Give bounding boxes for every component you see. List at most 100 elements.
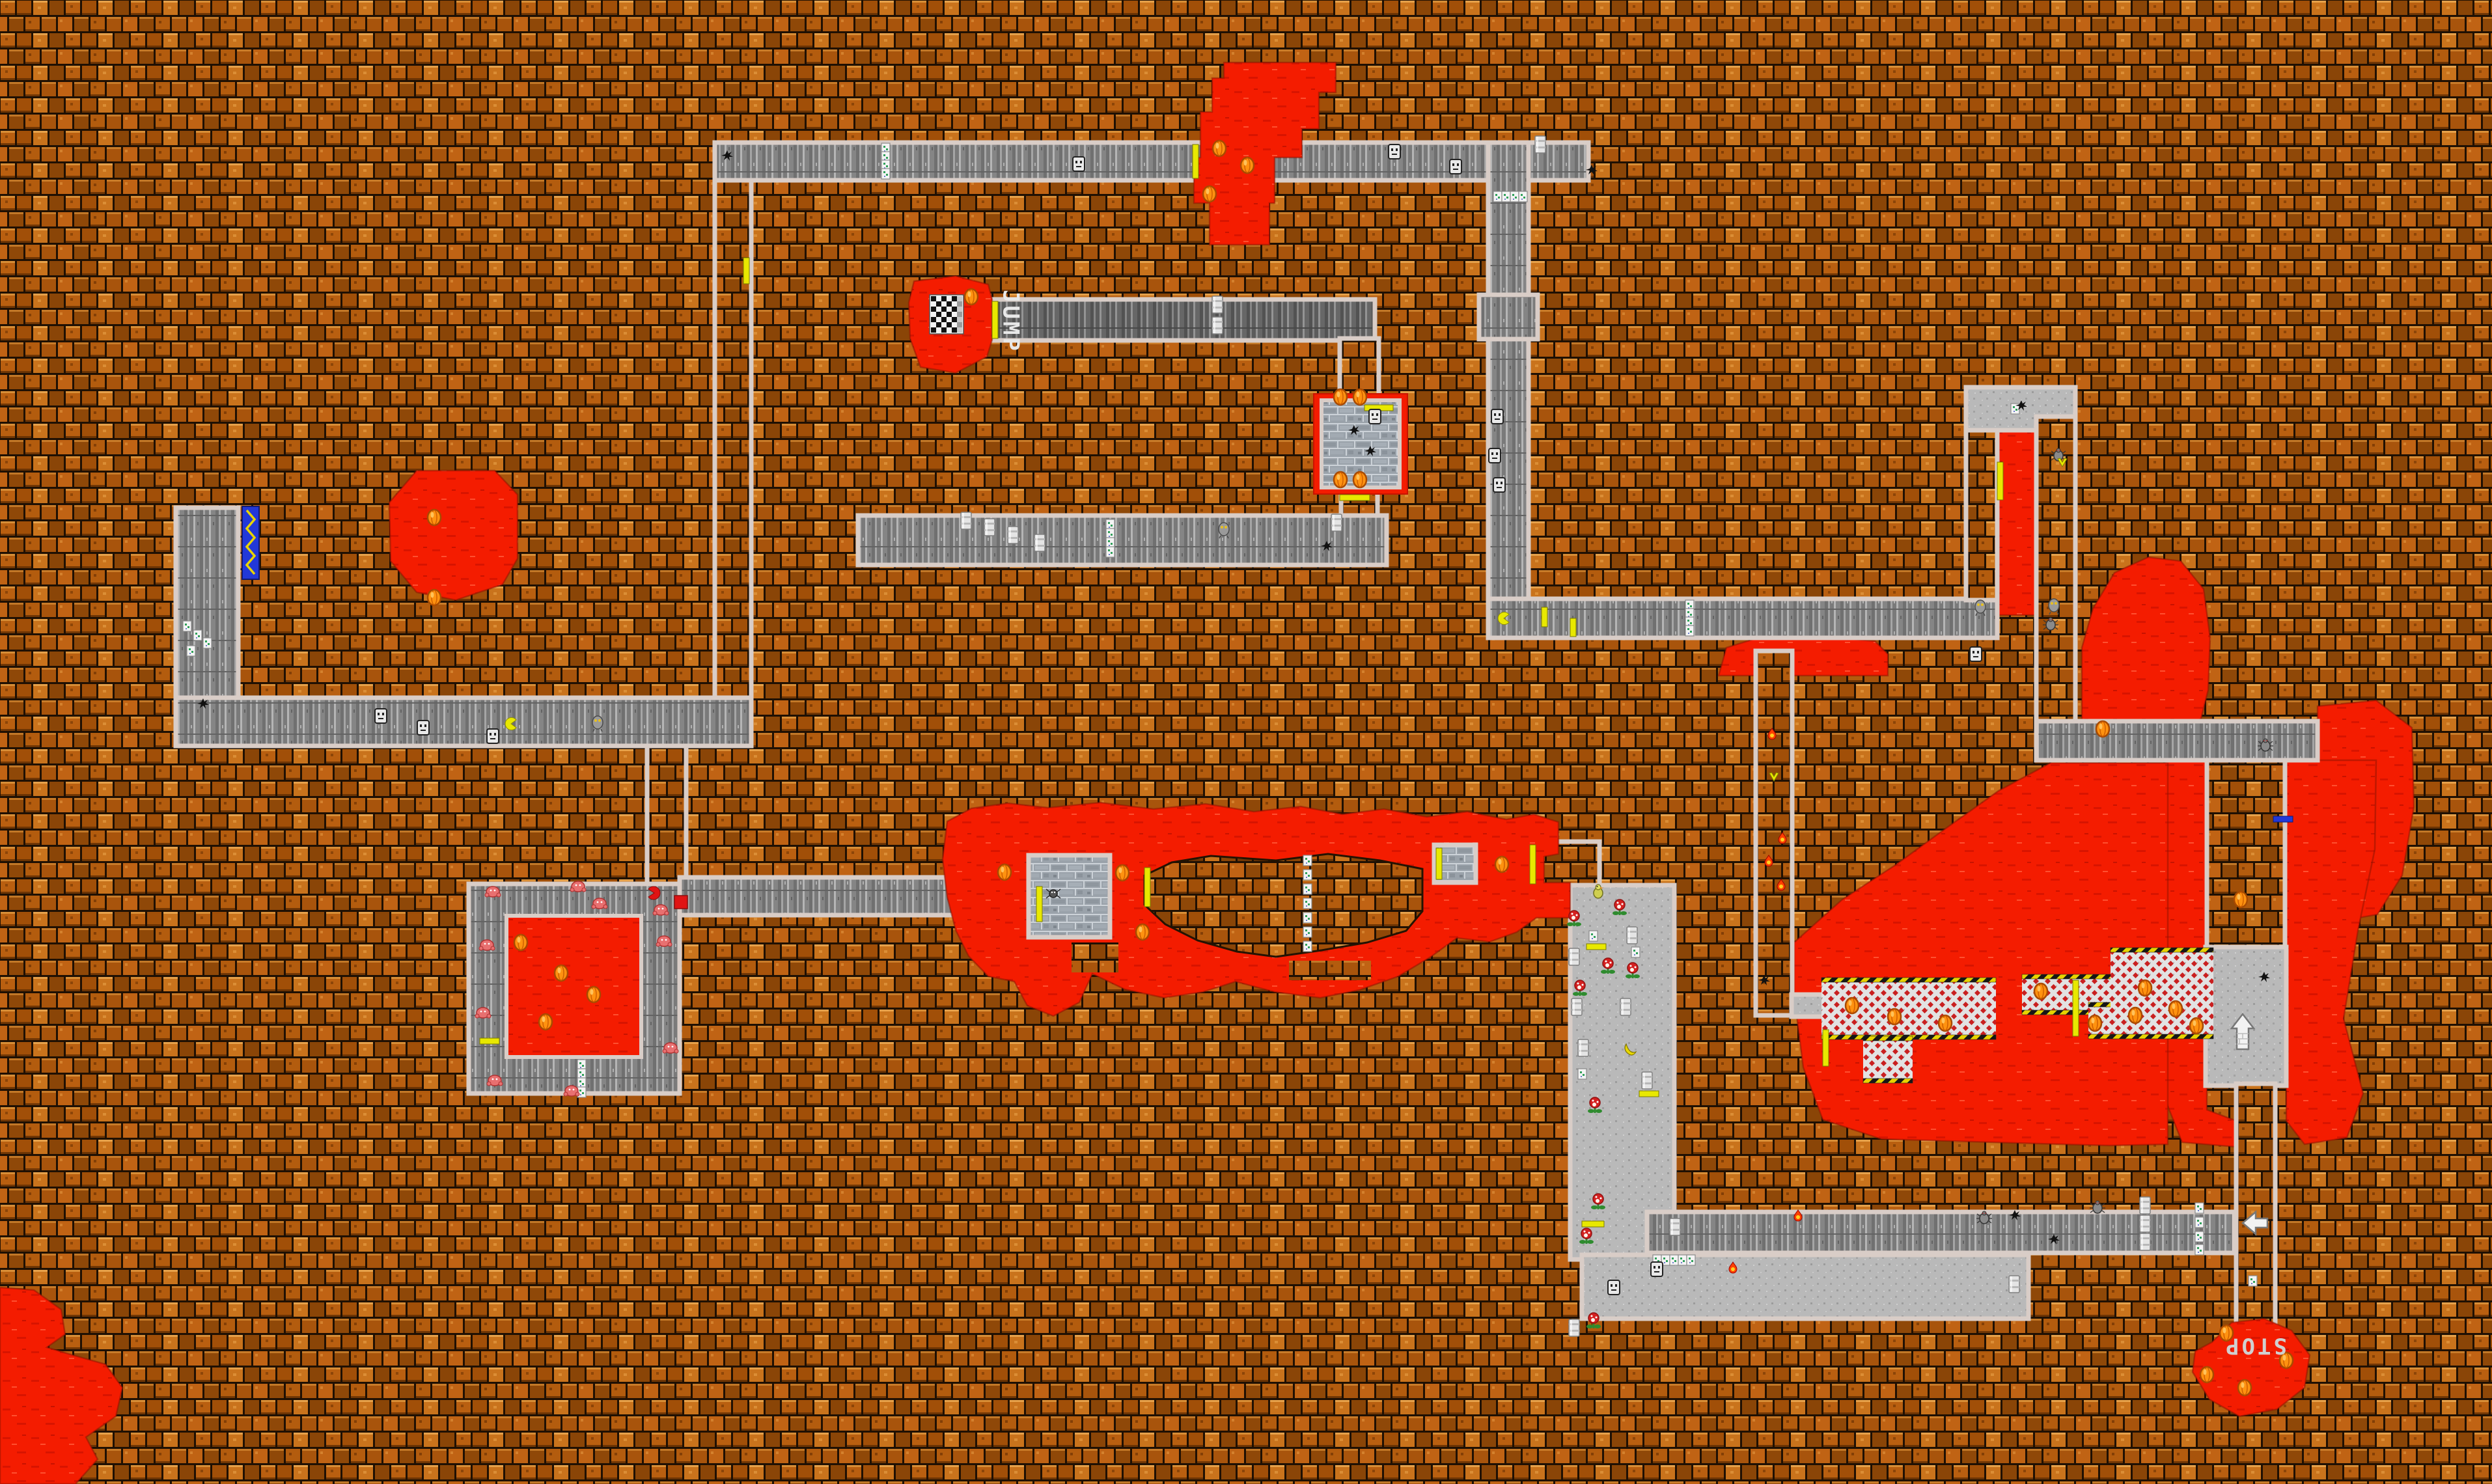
coin-item bbox=[2233, 890, 2249, 909]
crescent-item bbox=[1497, 612, 1510, 625]
ybarv-item bbox=[1570, 618, 1577, 637]
barrel-item bbox=[2139, 1196, 2151, 1215]
chip-item bbox=[2194, 1244, 2204, 1256]
redtile-item bbox=[674, 895, 688, 909]
chip-item bbox=[1685, 599, 1695, 611]
banana-item bbox=[1624, 1043, 1637, 1056]
brick-patch-0 bbox=[1072, 942, 1118, 972]
corridor-upper-right-left-vertical bbox=[1963, 427, 2000, 603]
checkered-flag bbox=[929, 294, 964, 335]
splat-item bbox=[2015, 400, 2027, 411]
barrel-item bbox=[2139, 1215, 2151, 1233]
crab-item bbox=[591, 898, 608, 909]
corridor-right-mid-vertical bbox=[1753, 648, 1795, 1018]
owl-item bbox=[592, 715, 603, 732]
flower-item bbox=[1588, 1097, 1602, 1113]
splat-item bbox=[2048, 1234, 2060, 1244]
coin-item bbox=[2095, 720, 2111, 738]
chip-item bbox=[1303, 898, 1312, 909]
barrel-item bbox=[984, 518, 995, 536]
lava-left-round-blob bbox=[388, 469, 519, 601]
chip-item bbox=[202, 637, 212, 649]
face-item bbox=[1368, 409, 1381, 424]
lava-patch-mid bbox=[1717, 635, 1889, 677]
chip-item bbox=[881, 151, 891, 163]
crescent-item bbox=[505, 717, 517, 730]
coin-item bbox=[1202, 185, 1217, 203]
coin-item bbox=[1937, 1014, 1953, 1032]
crab-item bbox=[662, 1042, 679, 1054]
ybarh-item bbox=[1639, 1090, 1659, 1097]
chip-item bbox=[1105, 546, 1115, 558]
ybarv-item bbox=[743, 257, 750, 284]
face-item bbox=[1650, 1261, 1663, 1277]
splat-item bbox=[197, 698, 209, 709]
corridor-strip-connector bbox=[1789, 992, 1827, 1019]
chip-item bbox=[1303, 912, 1312, 924]
coin-item bbox=[553, 964, 569, 982]
face-item bbox=[1491, 409, 1504, 424]
ybarv-item bbox=[2072, 980, 2079, 1037]
ybarv-item bbox=[1541, 607, 1548, 627]
coin-item bbox=[2033, 982, 2049, 1000]
barrel-item bbox=[1331, 514, 1342, 532]
flame-item bbox=[1764, 855, 1773, 867]
crab-item bbox=[486, 1075, 503, 1086]
crab-item bbox=[484, 886, 501, 898]
coin-item bbox=[963, 288, 979, 306]
chip-item bbox=[182, 620, 192, 632]
chip-item bbox=[1518, 191, 1528, 202]
flower-item bbox=[1573, 980, 1587, 996]
barrel-item bbox=[2008, 1275, 2020, 1293]
ybarh-item bbox=[1586, 943, 1607, 950]
chip-item bbox=[2194, 1231, 2204, 1243]
crab-item bbox=[563, 1085, 580, 1097]
chip-item bbox=[1678, 1254, 1687, 1266]
vbird-item bbox=[2057, 458, 2068, 467]
corridor-inner-horizontal bbox=[855, 513, 1389, 568]
corridor-circuit-right-bulge bbox=[1476, 292, 1540, 342]
chip-item bbox=[2194, 1202, 2204, 1214]
brick-island bbox=[1143, 853, 1424, 958]
corridor-exit-wide-vertical bbox=[2204, 758, 2288, 953]
left-arrow-sign bbox=[2241, 1210, 2269, 1236]
face-item bbox=[1388, 144, 1401, 159]
ybarv-item bbox=[1435, 847, 1443, 880]
chip-item bbox=[2010, 403, 2020, 415]
barrel-item bbox=[1669, 1218, 1681, 1236]
up-arrow-sign bbox=[2230, 1012, 2256, 1051]
bug-item bbox=[2051, 448, 2066, 461]
ybarv-item bbox=[1144, 867, 1151, 907]
chip-item bbox=[193, 629, 202, 641]
barrel-item bbox=[1034, 534, 1045, 552]
bluebar-item bbox=[2273, 816, 2293, 823]
face-item bbox=[1969, 646, 1982, 662]
ybarh-item bbox=[1581, 1220, 1605, 1228]
flower-item bbox=[1613, 899, 1627, 915]
corridor-left-horizontal bbox=[173, 695, 754, 749]
chip-item bbox=[1685, 625, 1695, 637]
chip-item bbox=[1510, 191, 1519, 202]
chip-item bbox=[186, 645, 196, 657]
chip-item bbox=[1685, 616, 1695, 628]
face-item bbox=[1493, 477, 1506, 493]
flame-item bbox=[1778, 832, 1787, 844]
chip-item bbox=[1303, 869, 1312, 881]
coin-item bbox=[538, 1013, 553, 1031]
corridor-left-stub-vertical bbox=[173, 505, 241, 706]
splat-item bbox=[1348, 425, 1360, 435]
stop-sign-text: STOP bbox=[2223, 1333, 2287, 1359]
chip-item bbox=[1303, 883, 1312, 895]
splat-item bbox=[1364, 446, 1376, 456]
bug-item bbox=[2090, 1200, 2105, 1214]
corridor-right-horizontal bbox=[2034, 719, 2320, 763]
coin-item bbox=[2278, 1351, 2294, 1369]
coin-item bbox=[1239, 156, 1255, 174]
chip-item bbox=[1588, 930, 1598, 942]
crab-item bbox=[478, 939, 495, 951]
lava-island-room bbox=[1026, 853, 1113, 940]
vbird-item bbox=[1769, 772, 1779, 782]
coin-item bbox=[2087, 1014, 2103, 1032]
